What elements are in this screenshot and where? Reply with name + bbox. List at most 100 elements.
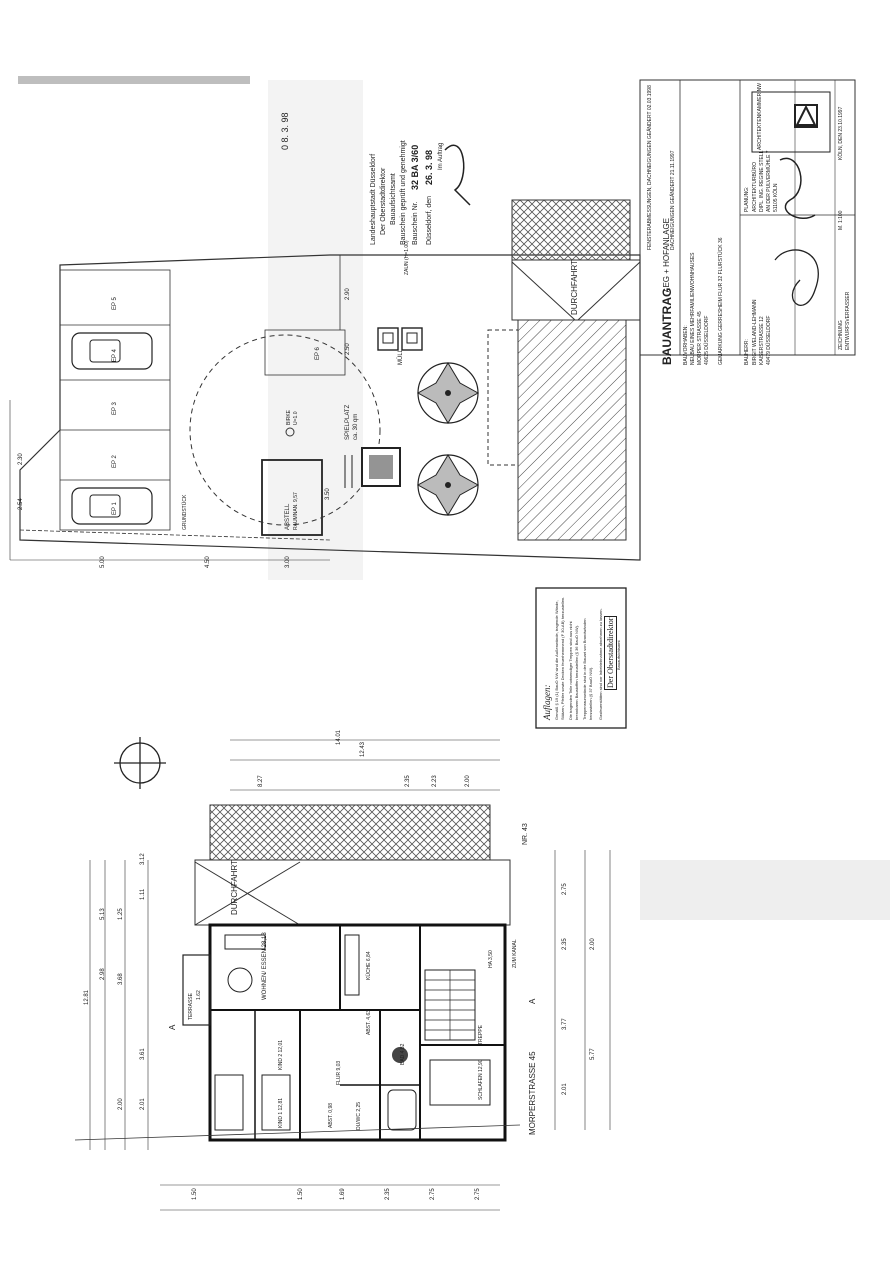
owner-line: 40479 DÜSSELDORF bbox=[766, 315, 772, 365]
designer-label: ENTWURFSVERFASSER bbox=[845, 291, 851, 350]
auflagen-text: herzustellen (§ 37 BauO NW). bbox=[588, 666, 593, 720]
dim-label: 3.77 bbox=[562, 1018, 568, 1030]
site-dim: 2.50 bbox=[345, 343, 351, 355]
terrace-area: 1.62 bbox=[196, 990, 202, 1000]
house-number: NR. 43 bbox=[522, 823, 529, 845]
planner-line: DIPL. ING. REGINE STELL bbox=[759, 150, 765, 212]
signature bbox=[779, 157, 816, 220]
playground-area: ca. 30 qm bbox=[353, 413, 359, 440]
dim-label: 3.12 bbox=[140, 853, 146, 865]
room-bath: BAD 4,82 bbox=[400, 1043, 406, 1065]
room-stairs: TREPPE bbox=[478, 1024, 484, 1045]
planner-line: ARCHITEKTURBÜRO bbox=[752, 161, 758, 212]
project-line: NEUBAU EINES MEHRFAMILIENWOHNHAUSES bbox=[690, 252, 696, 365]
section-marker: A bbox=[168, 1024, 177, 1030]
auflagen-title: Auflagen: bbox=[542, 684, 552, 721]
north-arrow-icon bbox=[114, 737, 166, 789]
dim-label: 1.50 bbox=[298, 1188, 304, 1200]
room-bedroom: SCHLAFEN 12,90 bbox=[478, 1059, 484, 1100]
waste-label: MÜLL bbox=[398, 348, 404, 365]
auflagen-text: Die tragenden Teile notwendiger Treppen … bbox=[568, 621, 573, 720]
parking-label: EP 3 bbox=[112, 402, 118, 415]
stamp-text: ARCHITEKTENKAMMER NW bbox=[757, 83, 763, 150]
dim-label: 2.00 bbox=[118, 1098, 124, 1110]
bed bbox=[429, 1059, 491, 1106]
playground-label: SPIELPLATZ bbox=[345, 404, 351, 440]
kitchen-counter bbox=[344, 934, 360, 996]
boundary-label: GRUNDSTÜCK bbox=[182, 494, 188, 530]
planner-line: AN DER PULVERMÜHLE 7 bbox=[766, 150, 772, 212]
room-hall: FLUR 9,03 bbox=[336, 1060, 342, 1085]
site-dim: 2.90 bbox=[345, 288, 351, 300]
site-dim: 4.50 bbox=[205, 556, 211, 568]
street-boundary bbox=[74, 1124, 521, 1141]
bed bbox=[261, 1074, 291, 1131]
dim-label: 3.68 bbox=[118, 973, 124, 985]
dim-label: 1.11 bbox=[140, 888, 146, 900]
scan-smudge bbox=[18, 76, 250, 84]
neighbour-building-2 bbox=[209, 804, 491, 861]
dim-label: 2.23 bbox=[432, 775, 438, 787]
driveway-2 bbox=[194, 859, 511, 926]
dim-label: 2.01 bbox=[562, 1083, 568, 1095]
dim-label: 1.50 bbox=[192, 1188, 198, 1200]
room-living: WOHNEN/ ESSEN 28,13 bbox=[262, 932, 268, 1000]
property-line bbox=[19, 529, 331, 541]
date-label: KÖLN, DEN 23.10.1997 bbox=[838, 106, 844, 160]
dim-label: 2.35 bbox=[385, 1188, 391, 1200]
room-kitchen: KÜCHE 6,84 bbox=[366, 951, 372, 980]
parking-ep6 bbox=[264, 329, 346, 376]
car-icon bbox=[71, 487, 153, 525]
dim-label: 12.43 bbox=[360, 741, 366, 757]
dim-label: 2.75 bbox=[430, 1188, 436, 1200]
section-marker: A bbox=[528, 998, 537, 1004]
revision-1: FENSTERABMESSUNGEN, DACHNEIGUNGEN GEÄNDE… bbox=[647, 85, 653, 250]
parking-label: EP 2 bbox=[112, 455, 118, 468]
room-child2: KIND 2 12,01 bbox=[278, 1039, 284, 1070]
stairs bbox=[424, 969, 476, 1041]
revision-2: DACHNEIGUNGEN GEÄNDERT 21.11.1997 bbox=[670, 150, 676, 250]
waste-bin bbox=[377, 327, 399, 351]
neighbour-building bbox=[517, 319, 627, 541]
site-boundary bbox=[19, 254, 641, 561]
dim-label: 12.81 bbox=[84, 989, 90, 1005]
parking-label: EP 5 bbox=[112, 297, 118, 310]
auflagen-stamp-sub: Bauaufsichtsamt bbox=[616, 640, 621, 670]
dim-label: 2.00 bbox=[590, 938, 596, 950]
title-block bbox=[639, 79, 856, 356]
abstell-room bbox=[261, 459, 323, 536]
approval-line: Bauschein geprüft und genehmigt bbox=[400, 140, 407, 245]
room-ha: HA 3,50 bbox=[488, 950, 494, 968]
dim-label: 14.01 bbox=[336, 729, 342, 745]
room-storage2: ABST. 0,98 bbox=[328, 1102, 334, 1128]
terrace-label: TERRASSE bbox=[188, 993, 194, 1020]
building-outline bbox=[208, 923, 507, 1142]
project-line: MORPER STRASSE 45 bbox=[697, 311, 703, 365]
birch-label: BIRKE bbox=[286, 409, 292, 425]
project-line: 40625 DÜSSELDORF bbox=[704, 315, 710, 365]
terrace bbox=[182, 954, 211, 1026]
signature bbox=[774, 249, 819, 306]
approval-date: 26. 3. 98 bbox=[424, 149, 434, 185]
tree-icon bbox=[416, 454, 480, 516]
scan-noise bbox=[640, 860, 890, 920]
dim-label: 2.75 bbox=[562, 883, 568, 895]
parking-label: EP 1 bbox=[112, 502, 118, 515]
auflagen-text: brennbaren Baustoffen herzustellen (§ 36… bbox=[574, 624, 579, 720]
dim-label: 1.25 bbox=[118, 908, 124, 920]
sofa bbox=[224, 934, 266, 950]
site-dim: 5.00 bbox=[100, 556, 106, 568]
neighbour-canopy bbox=[511, 199, 631, 261]
planner-line: 51105 KÖLN bbox=[773, 183, 779, 212]
auflagen-box bbox=[535, 587, 627, 729]
bathtub bbox=[387, 1089, 417, 1131]
parking-label: EP 4 bbox=[112, 349, 118, 362]
driveway-label: DURCHFAHRT bbox=[570, 260, 579, 315]
dim-label: 5.77 bbox=[590, 1048, 596, 1060]
signature bbox=[444, 144, 471, 206]
room-storage: ABST. 4,63 bbox=[366, 1009, 372, 1035]
sewer-label: ZUM KANAL bbox=[512, 939, 518, 968]
fence-label: ZAUN (H=1.00) bbox=[404, 240, 410, 275]
